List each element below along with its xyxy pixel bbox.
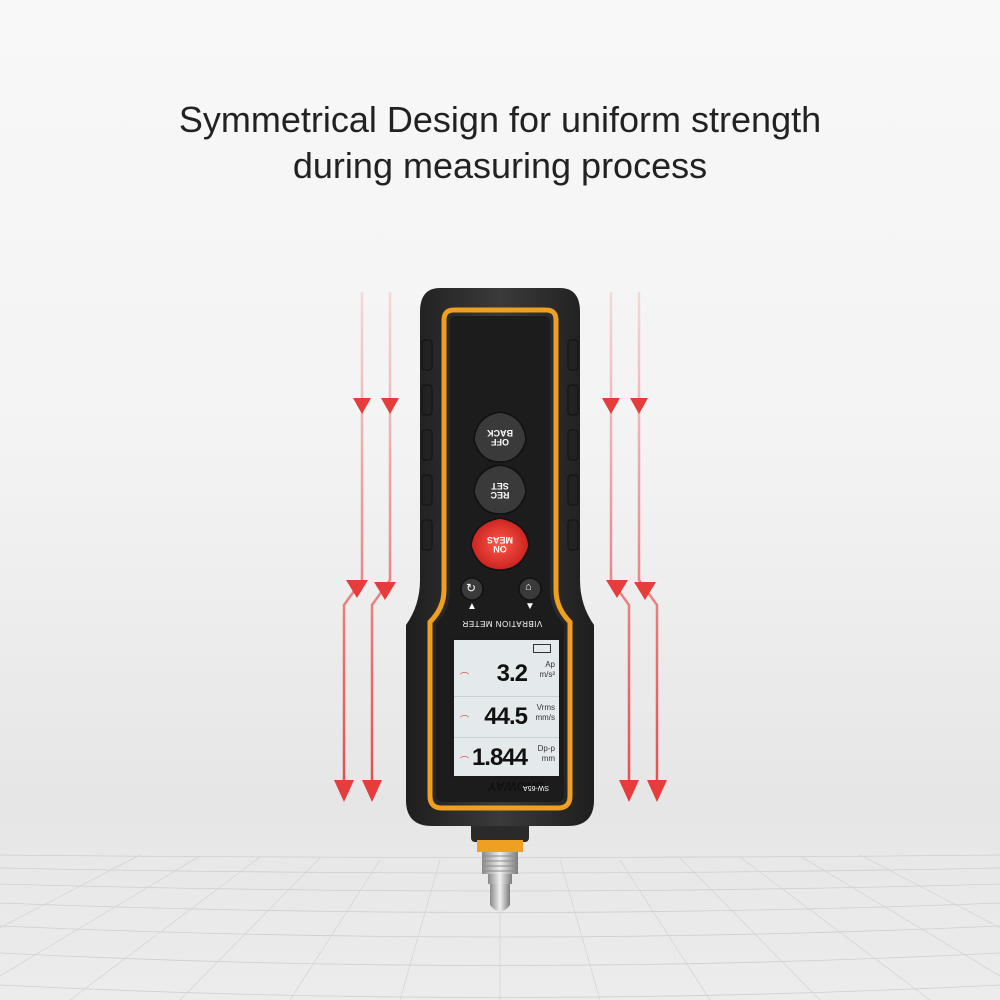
displacement-icon: ⌒ [460,756,470,766]
up-arrow-icon-right: ▼ [525,601,535,612]
accel-icon: ⌒ [460,672,470,682]
floor-grid [0,854,1000,1000]
right-force-arrows [609,292,659,790]
left-force-arrows [342,292,392,790]
off-back-button[interactable]: OFF BACK [487,428,513,447]
velocity-icon: ⌒ [460,715,470,725]
up-arrow-icon-left: ▲ [467,601,477,612]
battery-icon [533,644,551,653]
probe [471,820,529,912]
reading-value: 3.2 [496,660,528,687]
reading-value: 1.844 [471,744,528,771]
right-arrowheads [602,398,667,802]
headline-line-2: during measuring process [292,145,708,186]
headline-line-1: Symmetrical Design for uniform strength [178,99,822,140]
on-meas-button[interactable]: ON MEAS [487,535,514,554]
reading-value: 44.5 [484,703,528,730]
rotate-icon[interactable]: ↻ [466,581,477,595]
device-buttons [460,411,542,601]
left-arrowheads [334,398,399,802]
model-label: SW-65A [523,784,549,791]
headline: Symmetrical Design for uniform strength … [0,97,1000,189]
lock-icon[interactable]: ⌂ [525,581,532,593]
device-label: VIBRATION METER [462,619,543,628]
rec-set-button[interactable]: REC SET [490,481,510,500]
